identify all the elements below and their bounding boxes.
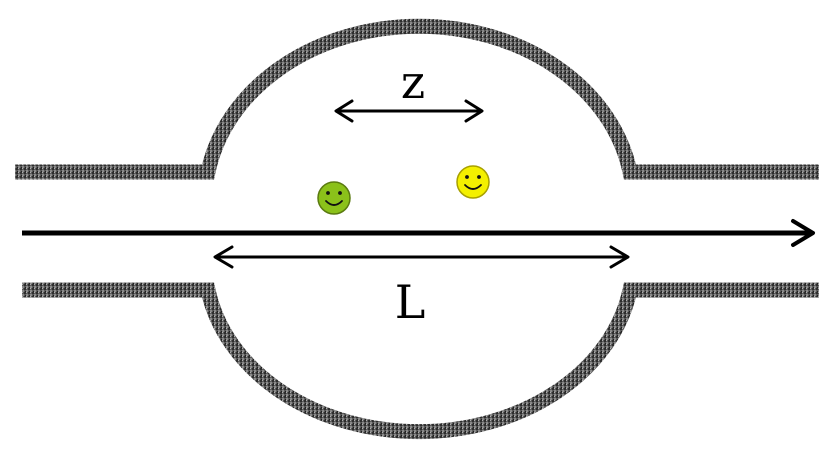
z-label: z bbox=[401, 55, 425, 109]
length-label: L bbox=[395, 275, 426, 329]
yellow-smiley-icon bbox=[456, 165, 490, 199]
upper-wall bbox=[15, 18, 819, 180]
length-double-arrow bbox=[213, 245, 630, 269]
green-smiley-icon bbox=[317, 181, 351, 215]
z-double-arrow bbox=[334, 99, 484, 123]
lower-wall bbox=[22, 282, 819, 440]
axis-arrow bbox=[22, 219, 815, 247]
